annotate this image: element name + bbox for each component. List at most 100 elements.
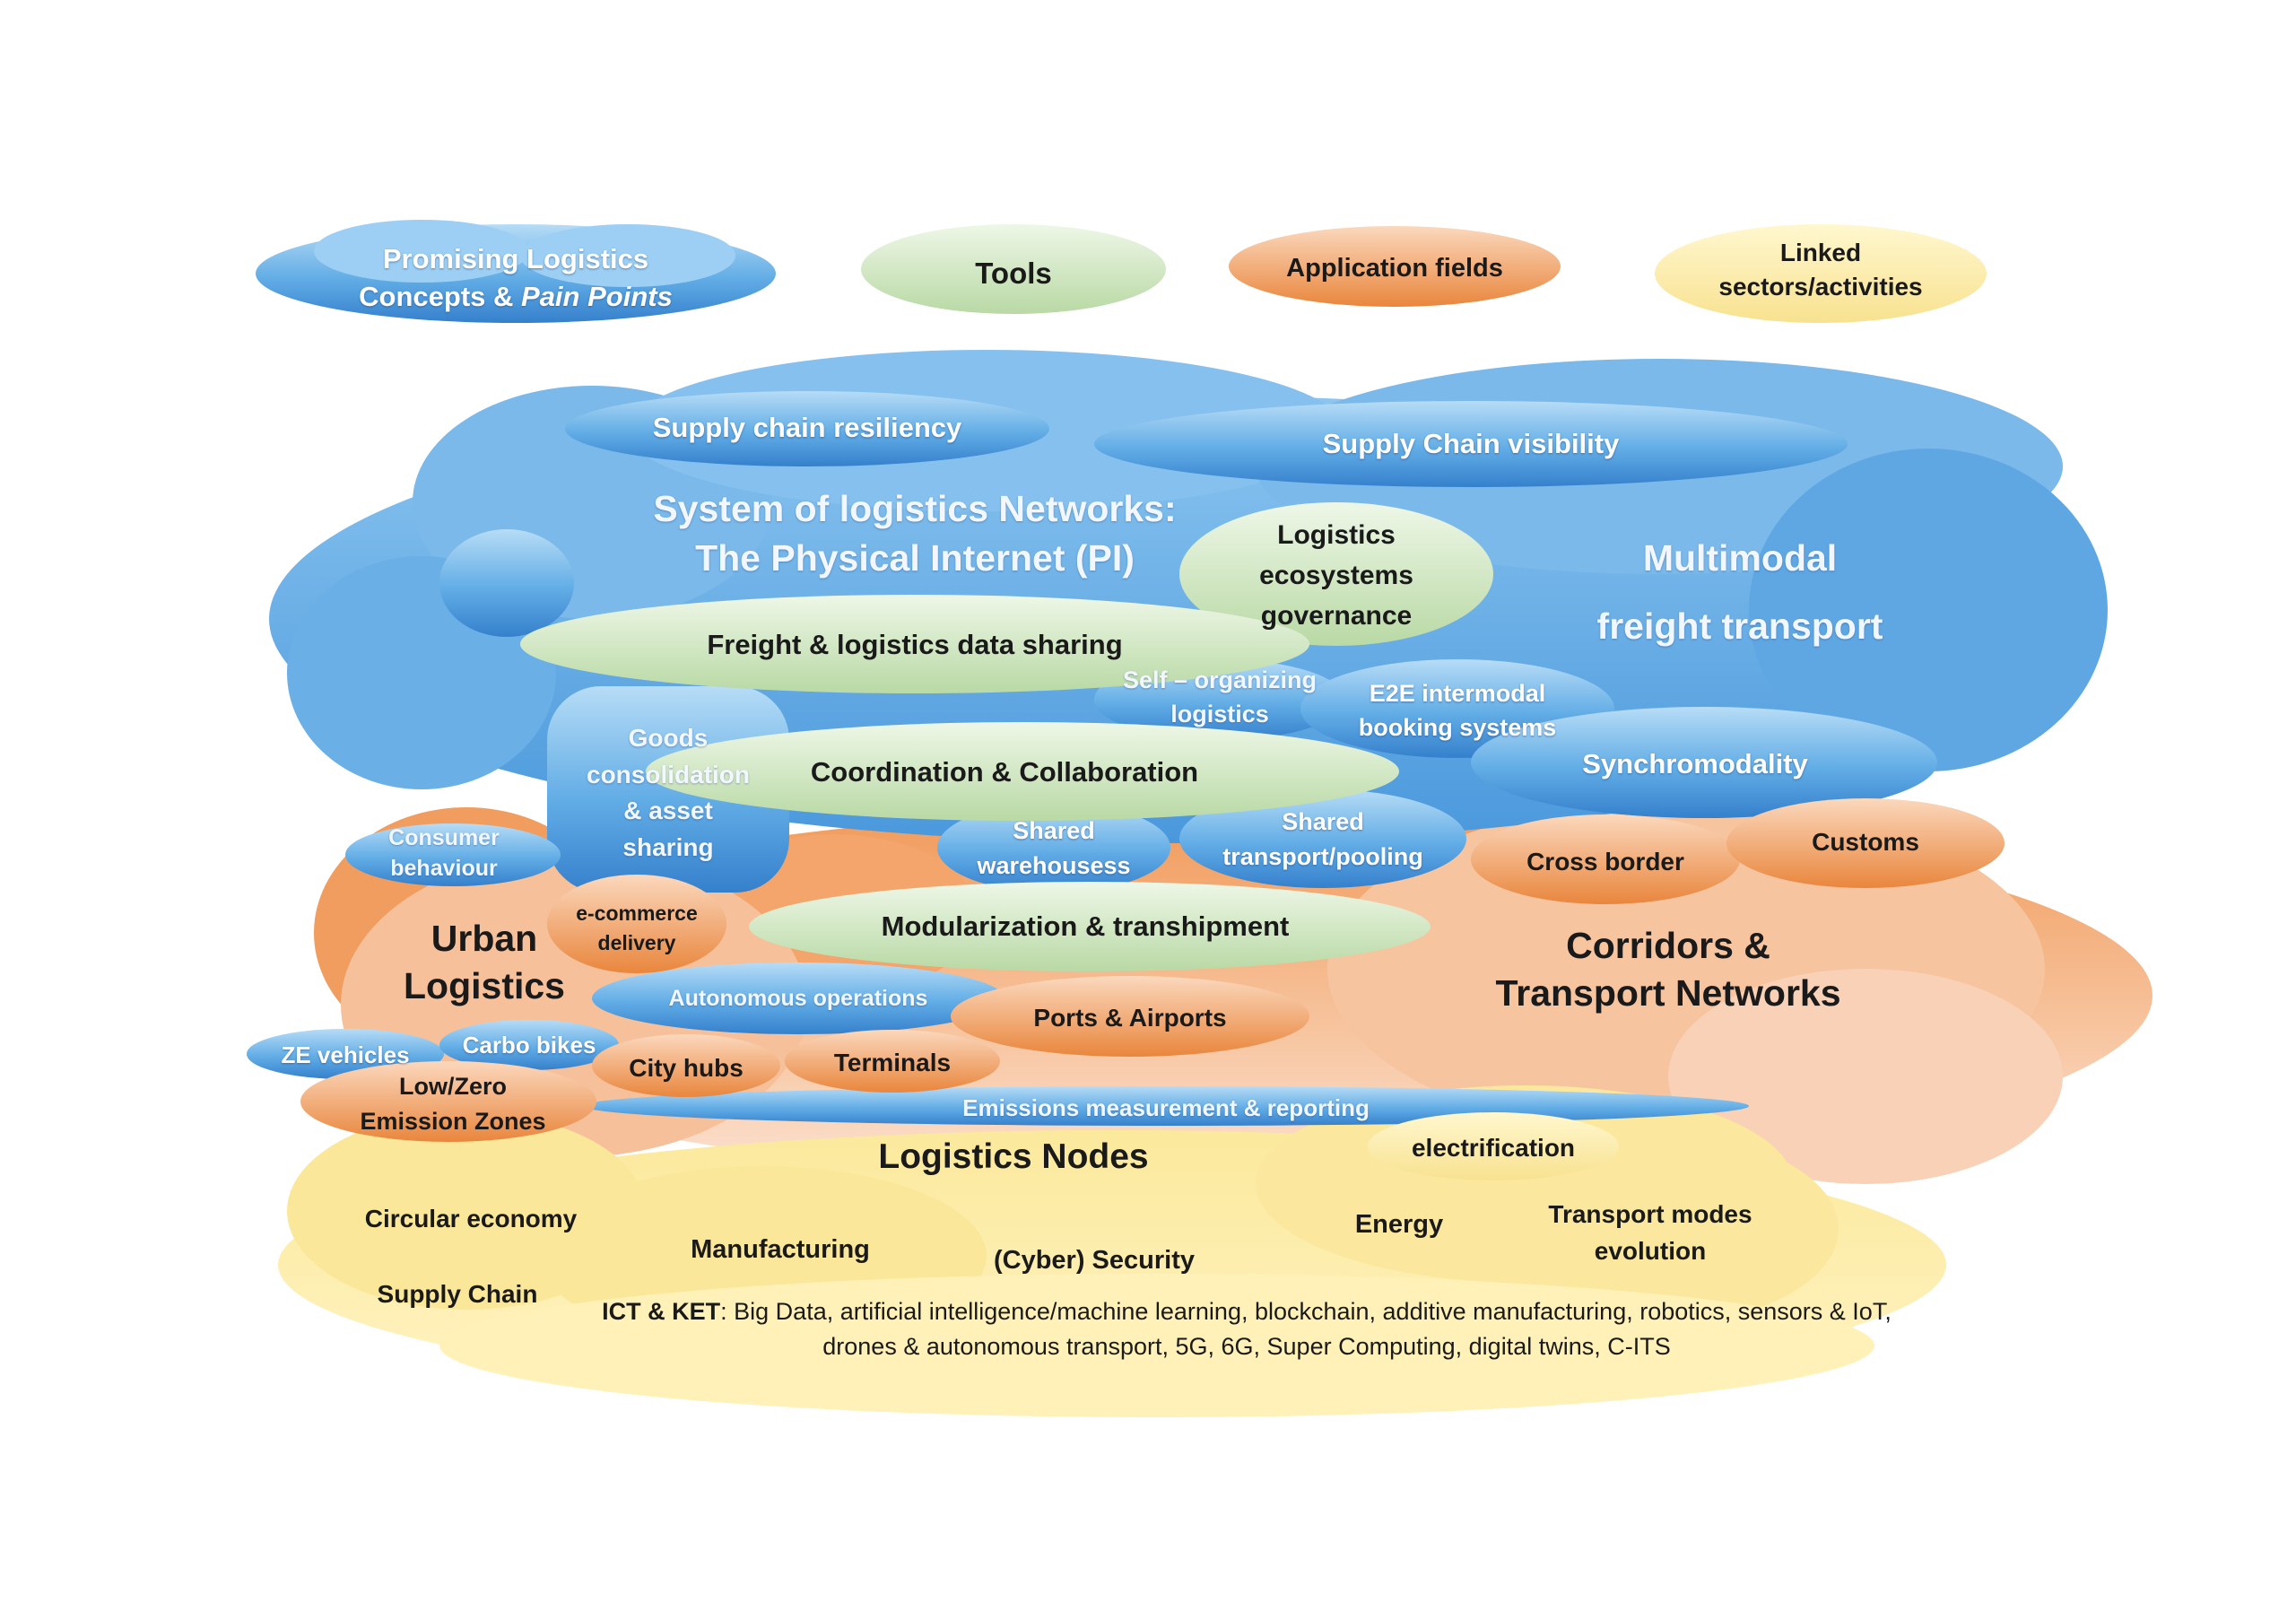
ict-ket-description: : Big Data, artificial intelligence/mach… [720, 1298, 1892, 1361]
legend-application-label: Application fields [1286, 254, 1503, 283]
ecommerce-label: e-commerce delivery [552, 899, 722, 959]
ecommerce-line2: delivery [597, 931, 676, 955]
electrification-label: electrification [1411, 1134, 1576, 1162]
supply-chain-visibility-label: Supply Chain visibility [1322, 428, 1620, 459]
supply-chain-resiliency-cloud [565, 391, 1049, 466]
physical-internet-title: System of logistics Networks: The Physic… [628, 484, 1202, 584]
multimodal-title: Multimodal freight transport [1561, 525, 1919, 661]
logistics-ecosystems-label: Logistics ecosystems governance [1220, 515, 1453, 636]
e2e-booking-label: E2E intermodal booking systems [1318, 677, 1596, 745]
legend-concepts-cloud [256, 220, 776, 323]
legend-concepts-label: Promising Logistics Concepts & Pain Poin… [354, 240, 677, 316]
city-hubs-label: City hubs [629, 1054, 744, 1082]
logistics-ecosystems-cloud [1179, 502, 1493, 646]
shared-transport-label: Shared transport/pooling [1184, 805, 1462, 875]
consumer-behaviour-cloud [345, 823, 561, 886]
ict-ket-label: ICT & KET [602, 1298, 721, 1325]
cyber-security-label: (Cyber) Security [993, 1246, 1195, 1275]
eco-line2: ecosystems [1259, 561, 1413, 590]
legend-linked-label: Linked sectors/activities [1686, 236, 1955, 304]
consumer-behaviour-label: Consumer behaviour [359, 823, 529, 884]
goods-line4: sharing [622, 832, 714, 861]
manufacturing-label: Manufacturing [691, 1235, 870, 1264]
ze-vehicles-label: ZE vehicles [281, 1041, 410, 1068]
terminals-cloud [785, 1030, 1000, 1093]
urban-line2: Logistics [404, 965, 565, 1007]
terminals-label: Terminals [833, 1049, 952, 1076]
legend-linked-line1: Linked [1779, 239, 1862, 266]
self-organizing-label: Self – organizing logistics [1085, 664, 1354, 732]
transport-modes-line1: Transport modes [1548, 1200, 1752, 1228]
corridors-line2: Transport Networks [1495, 972, 1841, 1015]
ecommerce-cloud [547, 875, 726, 973]
shared-transport-cloud [1179, 789, 1466, 888]
self-organizing-line2: logistics [1170, 700, 1269, 727]
pi-line1: System of logistics Networks: [653, 488, 1177, 529]
consumer-line1: Consumer [388, 825, 500, 850]
logistics-nodes-title: Logistics Nodes [878, 1137, 1149, 1176]
corridors-line1: Corridors & [1566, 925, 1770, 966]
shared-wh-line2: warehousess [977, 852, 1131, 880]
goods-line2: consolidation [587, 760, 750, 788]
city-hubs-cloud [592, 1034, 780, 1097]
e2e-line1: E2E intermodal [1369, 680, 1546, 707]
urban-logistics-title: Urban Logistics [377, 915, 592, 1011]
autonomous-operations-cloud [592, 962, 1004, 1034]
customs-cloud [1726, 798, 2005, 888]
carbo-bikes-label: Carbo bikes [462, 1032, 596, 1058]
autonomous-operations-label: Autonomous operations [668, 986, 928, 1011]
transport-modes-label: Transport modes evolution [1516, 1197, 1785, 1269]
lowzero-cloud [300, 1061, 596, 1142]
legend-concepts-line1: Promising Logistics [382, 243, 649, 274]
consumer-line2: behaviour [390, 855, 498, 881]
cross-border-cloud [1471, 814, 1740, 904]
lowzero-line1: Low/Zero [399, 1073, 507, 1100]
synchromodality-label: Synchromodality [1582, 748, 1808, 780]
modularization-cloud [749, 882, 1431, 971]
transport-modes-line2: evolution [1594, 1236, 1707, 1265]
multimodal-line1: Multimodal [1642, 537, 1838, 579]
shared-tp-line1: Shared [1282, 808, 1364, 835]
eco-line1: Logistics [1277, 520, 1396, 550]
urban-line1: Urban [430, 918, 538, 959]
legend-pain-points: Pain Points [521, 280, 673, 312]
ports-airports-label: Ports & Airports [1033, 1004, 1227, 1032]
electrification-cloud [1368, 1112, 1619, 1180]
cross-border-label: Cross border [1526, 848, 1684, 875]
coordination-cloud [646, 722, 1399, 821]
supply-chain-visibility-cloud [1094, 401, 1848, 487]
eco-line3: governance [1260, 601, 1413, 631]
shared-wh-line1: Shared [1013, 817, 1095, 844]
pi-line2: The Physical Internet (PI) [695, 537, 1135, 579]
shared-warehouses-cloud [937, 803, 1170, 893]
shared-warehouses-label: Shared warehousess [951, 814, 1157, 884]
lowzero-line2: Emission Zones [360, 1108, 546, 1136]
goods-line1: Goods [628, 724, 709, 752]
legend-linked-line2: sectors/activities [1718, 272, 1923, 300]
small-blue-cloud [439, 529, 574, 637]
multimodal-line2: freight transport [1596, 605, 1883, 647]
legend-concepts-line2: Concepts & [359, 280, 522, 312]
goods-consolidation-label: Goods consolidation & asset sharing [543, 720, 794, 866]
e2e-line2: booking systems [1358, 713, 1557, 741]
circular-economy-label: Circular economy [364, 1205, 578, 1232]
self-organizing-line1: Self – organizing [1122, 666, 1318, 693]
energy-label: Energy [1354, 1210, 1444, 1239]
supply-chain-resiliency-label: Supply chain resiliency [652, 412, 962, 443]
modularization-label: Modularization & transhipment [881, 910, 1290, 942]
lowzero-label: Low/Zero Emission Zones [332, 1069, 574, 1139]
goods-consolidation-cloud [547, 686, 789, 893]
synchromodality-cloud [1471, 707, 1937, 818]
shared-tp-line2: transport/pooling [1222, 843, 1423, 871]
goods-line3: & asset [623, 797, 713, 825]
legend-tools-cloud [861, 224, 1166, 314]
emissions-label: Emissions measurement & reporting [962, 1094, 1370, 1121]
legend-application-cloud [1229, 226, 1561, 307]
data-sharing-label: Freight & logistics data sharing [707, 629, 1123, 660]
ict-ket-text: ICT & KET: Big Data, artificial intellig… [592, 1294, 1901, 1364]
data-sharing-cloud [520, 595, 1309, 693]
coordination-label: Coordination & Collaboration [810, 756, 1199, 788]
legend-linked-cloud [1655, 224, 1987, 323]
supply-chain-label: Supply Chain [377, 1280, 538, 1308]
